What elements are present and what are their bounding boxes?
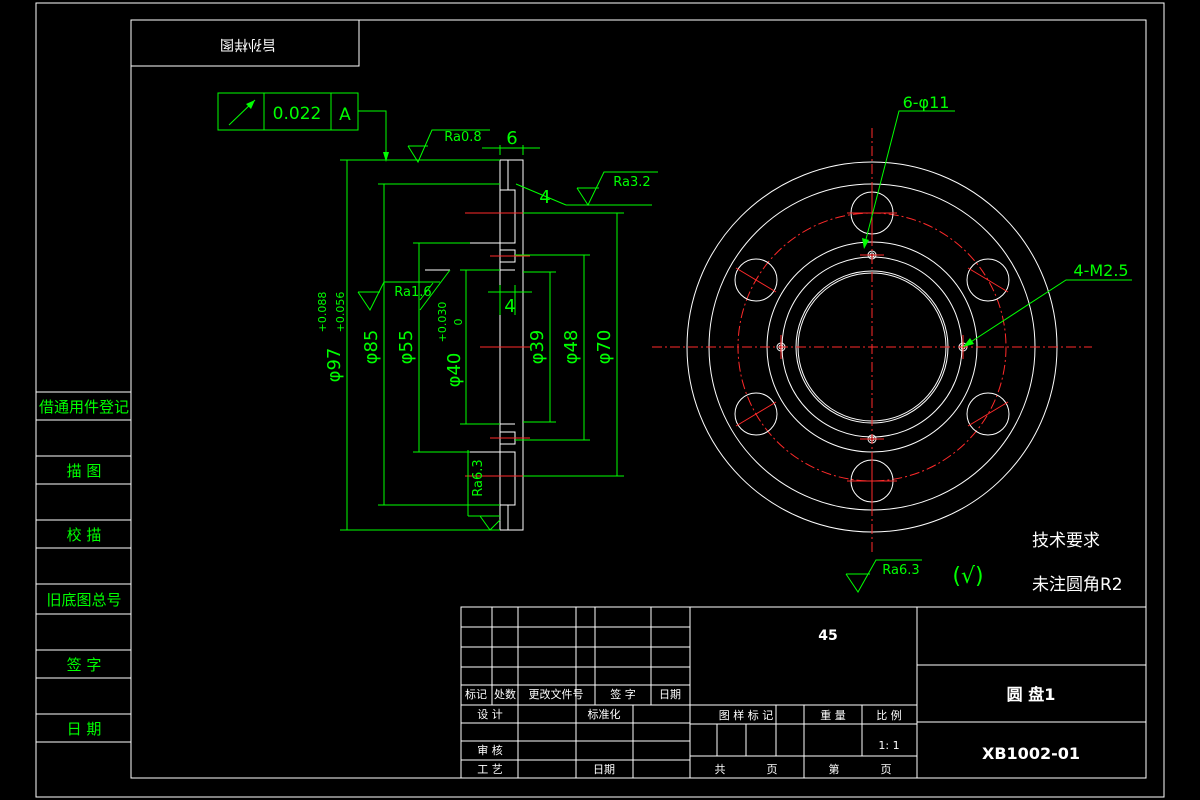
label-page-of: 页: [767, 763, 778, 776]
label-date: 日期: [593, 763, 615, 776]
dim-phi85-label: φ85: [361, 330, 382, 365]
callout-4-threads: 4-M2.5: [1073, 261, 1128, 280]
label-review: 审 核: [477, 743, 503, 757]
dim-6-label: 6: [506, 128, 517, 149]
label-design: 设 计: [477, 708, 503, 721]
dim-4-mid-label: 4: [504, 296, 515, 317]
tolerance-datum: A: [339, 105, 351, 125]
inner-frame: [130, 19, 1147, 779]
dim-phi40-tol-lower: 0: [452, 319, 465, 326]
callout-6-holes: 6-φ11: [903, 93, 950, 112]
label-sheet-no: 第: [829, 762, 840, 776]
side-label-trace: 描 图: [67, 462, 102, 480]
dim-phi40-label: φ40: [444, 353, 465, 388]
drawing-number: XB1002-01: [982, 744, 1080, 763]
hole-3: [966, 392, 1010, 436]
runout-arrowhead-icon: [246, 100, 255, 109]
label-standardization: 标准化: [588, 707, 621, 721]
label-total: 共: [715, 763, 726, 776]
leader-6-holes: [863, 110, 955, 248]
rev-header-docno: 更改文件号: [529, 687, 584, 701]
roughness-general-label: Ra6.3: [882, 563, 919, 578]
dim-phi55-label: φ55: [396, 330, 417, 365]
dim-phi70-label: φ70: [594, 330, 615, 365]
tech-requirements-title: 技术要求: [1032, 531, 1100, 551]
part-name: 圆 盘1: [1007, 685, 1056, 704]
dim-phi40-tol-upper: +0.030: [436, 302, 449, 343]
roughness-ra16-icon: [357, 281, 440, 311]
rev-header-sign: 签 字: [610, 687, 636, 701]
front-view: [652, 110, 1132, 552]
section-view: [465, 159, 535, 531]
title-block-grid: [460, 606, 1147, 779]
side-column: [36, 391, 131, 743]
roughness-symbols: [357, 129, 922, 593]
rev-header-mark: 标记: [465, 687, 487, 701]
roughness-general-icon: [845, 559, 922, 593]
rev-header-date: 日期: [659, 688, 681, 701]
roughness-other-label: (√): [952, 564, 983, 589]
dim-phi39-label: φ39: [527, 330, 548, 365]
leader-4-threads: [962, 279, 1132, 348]
roughness-ra32-label: Ra3.2: [613, 175, 650, 190]
scale-value: 1: 1: [878, 739, 899, 752]
hole-6: [734, 258, 778, 302]
tolerance-frame: [217, 92, 389, 162]
material-value: 45: [818, 628, 837, 644]
dim-phi97-label: φ97: [324, 348, 345, 383]
dim-phi48-label: φ48: [561, 330, 582, 365]
dim-phi97-tol-upper: +0.088: [316, 292, 329, 333]
hole-2: [966, 258, 1010, 302]
side-label-borrow: 借通用件登记: [39, 398, 129, 416]
roughness-ra63-left-label: Ra6.3: [471, 459, 486, 496]
part-section-outline: [499, 159, 524, 531]
side-label-sign: 签 字: [67, 656, 102, 674]
stamp-box: [130, 19, 360, 67]
label-pattern-mark: 图 样 标 记: [719, 708, 774, 722]
hole-5: [734, 392, 778, 436]
roughness-ra16-label: Ra1.6: [394, 285, 431, 300]
dim-phi97-tol-lower: +0.056: [334, 292, 347, 333]
rev-header-count: 处数: [494, 688, 516, 701]
dim-4-top-label: 4: [539, 187, 550, 208]
tolerance-value: 0.022: [273, 104, 322, 124]
side-label-old-number: 旧底图总号: [46, 591, 121, 609]
roughness-ra63-left-icon: [479, 515, 501, 531]
side-label-date: 日 期: [67, 720, 102, 738]
label-weight: 重 量: [820, 708, 846, 722]
outer-frame: [35, 2, 1165, 798]
side-label-check: 校 描: [67, 526, 102, 544]
section-dimensions: [340, 145, 652, 531]
label-scale: 比 例: [876, 708, 902, 722]
tolerance-leader: [358, 110, 387, 160]
stamp-text: 旨孙样图: [220, 36, 276, 52]
tech-requirements-line1: 未注圆角R2: [1032, 575, 1123, 595]
roughness-ra08-label: Ra0.8: [444, 130, 481, 145]
label-process: 工 艺: [477, 763, 503, 776]
label-page: 页: [881, 763, 892, 776]
